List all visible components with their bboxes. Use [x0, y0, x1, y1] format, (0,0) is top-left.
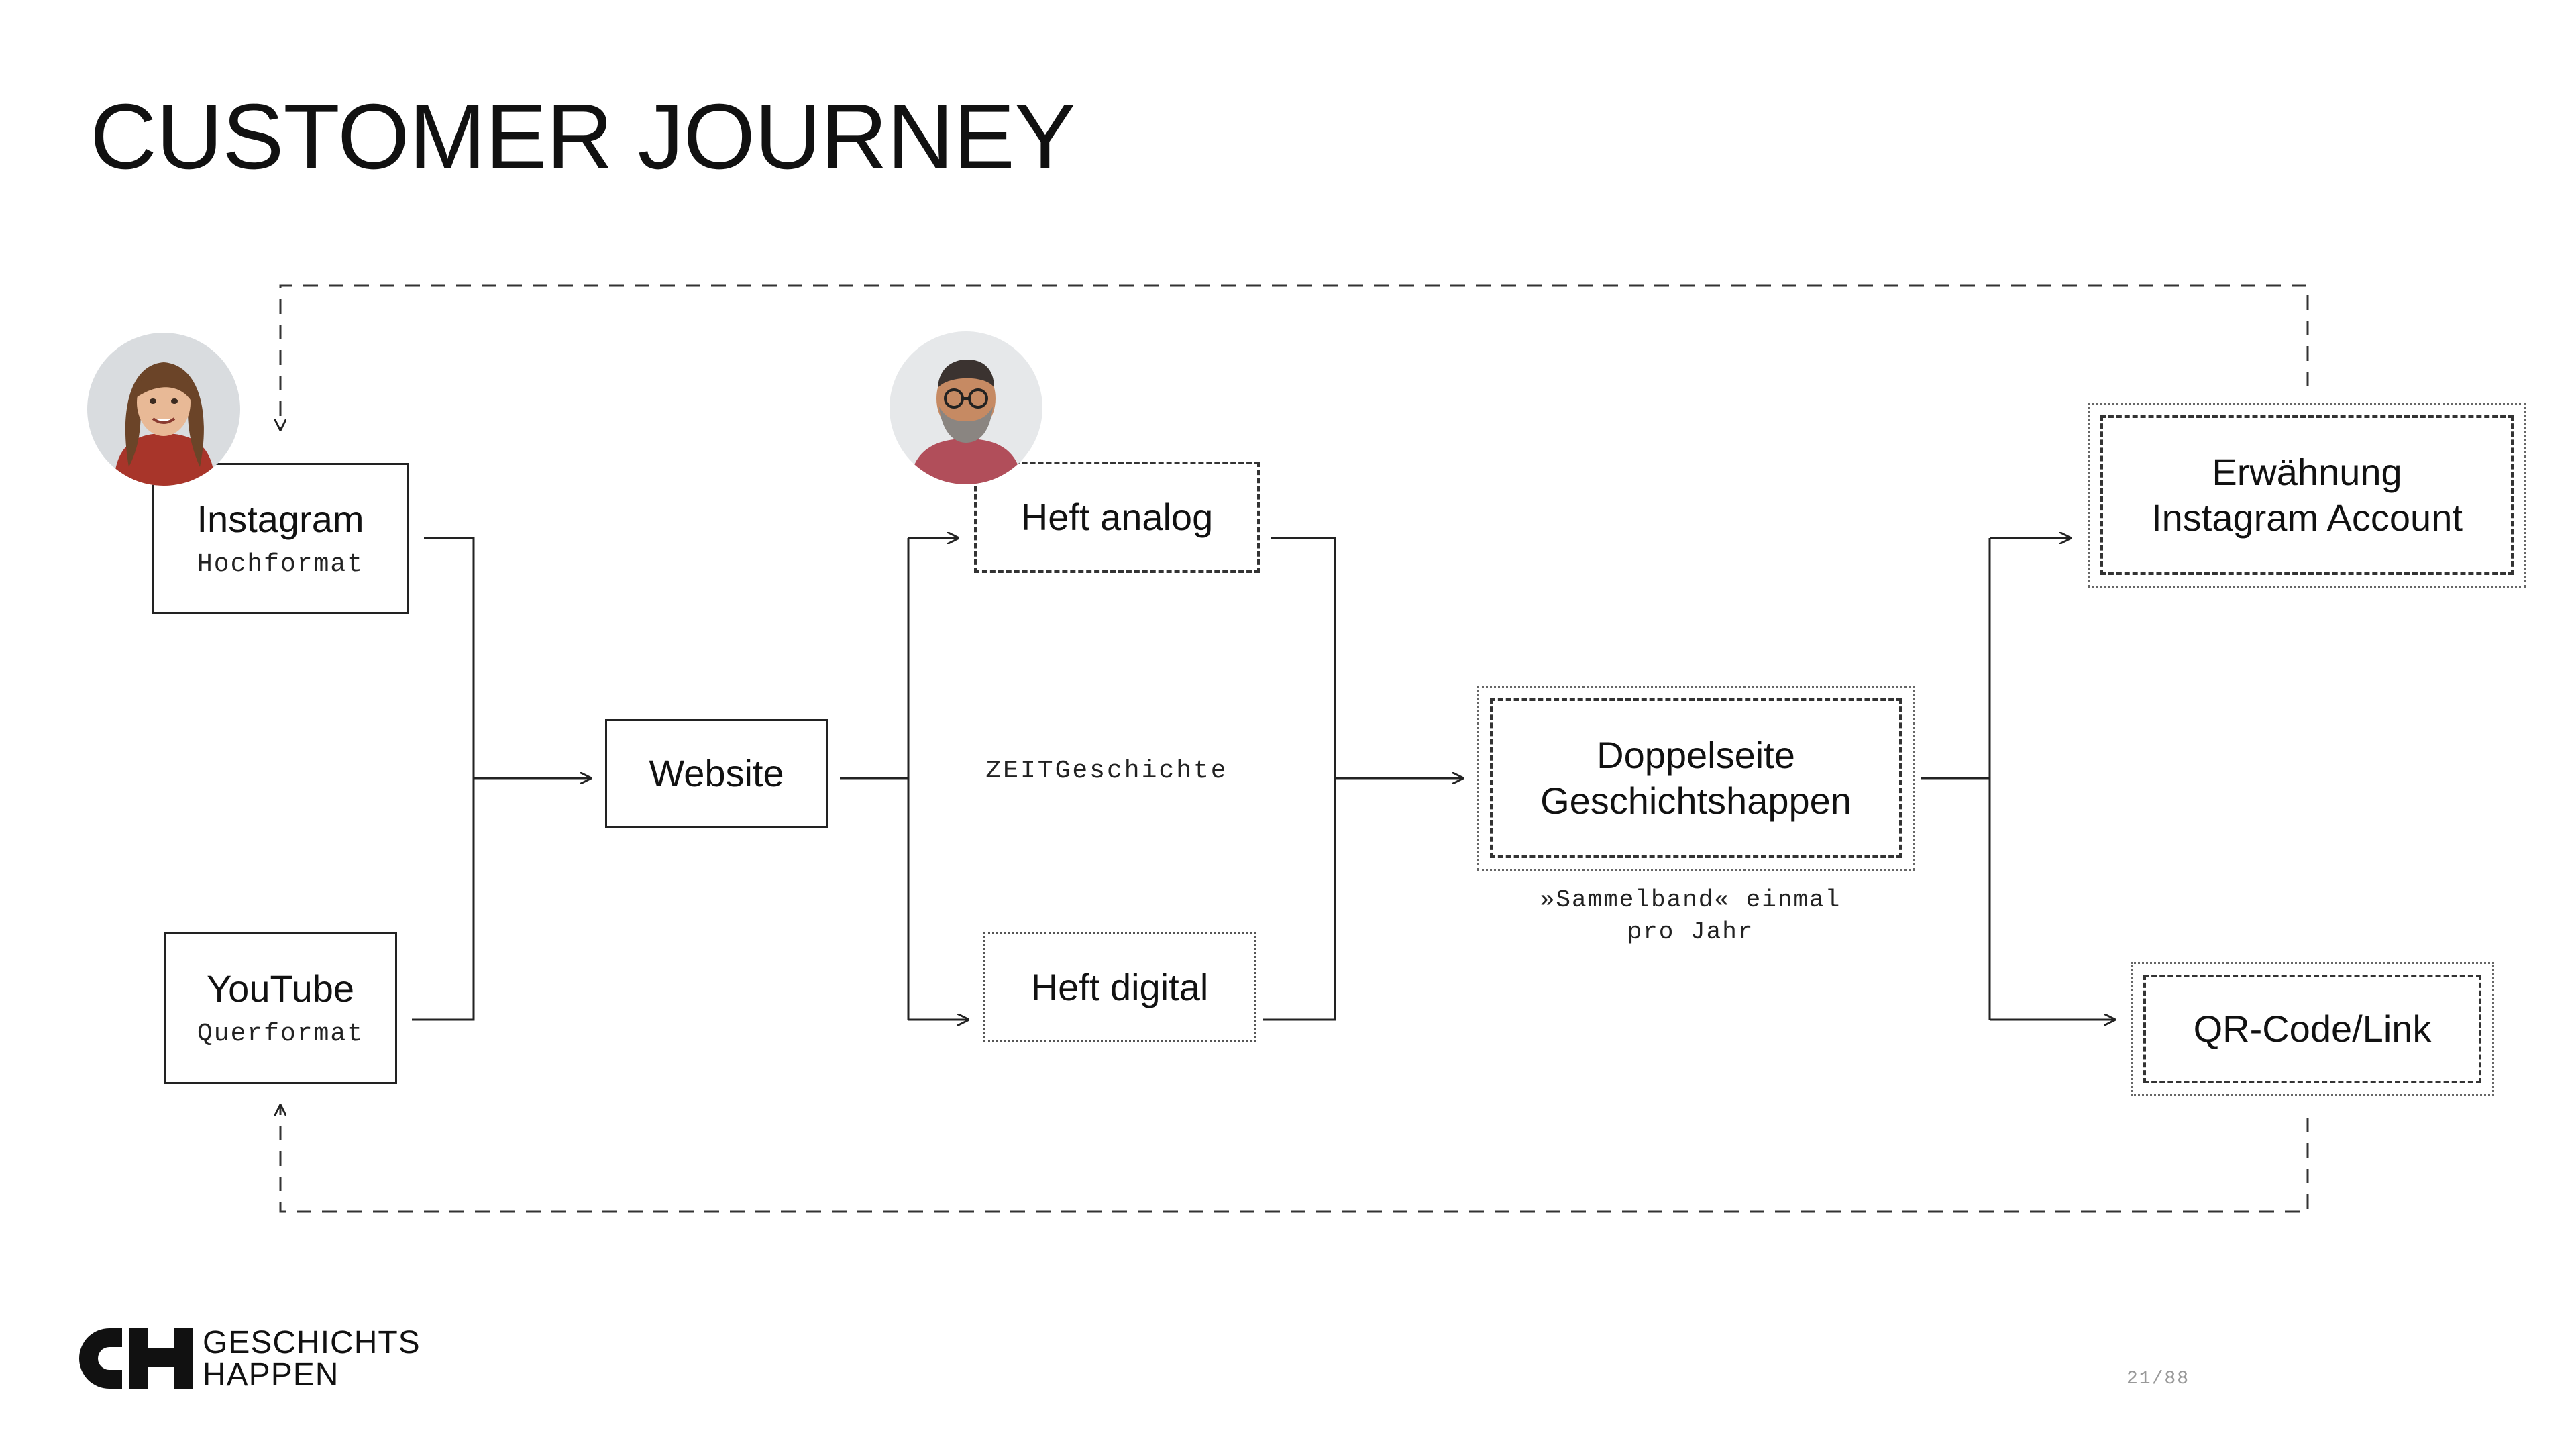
- heft-digital-label: Heft digital: [1030, 966, 1209, 1008]
- doppelseite-node: Doppelseite Geschichtshappen: [1477, 686, 1915, 871]
- connector-social: [412, 537, 475, 1021]
- instagram-format: Hochformat: [197, 550, 364, 579]
- instagram-label: Instagram: [197, 498, 364, 540]
- website-label: Website: [649, 752, 784, 794]
- avatar-woman: [87, 333, 240, 486]
- sammelband-note: »Sammelband« einmal pro Jahr: [1476, 884, 1905, 949]
- sammelband-line1: »Sammelband« einmal: [1540, 886, 1841, 914]
- heft-analog-node: Heft analog: [974, 462, 1260, 573]
- youtube-format: Querformat: [197, 1020, 364, 1049]
- doppelseite-line2: Geschichtshappen: [1540, 780, 1851, 822]
- doppelseite-line1: Doppelseite: [1597, 734, 1795, 776]
- heft-digital-node: Heft digital: [983, 932, 1256, 1042]
- avatar-man: [890, 331, 1042, 484]
- portrait-man-image: [890, 331, 1042, 484]
- erwaehnung-line1: Erwähnung: [2212, 451, 2402, 493]
- erwaehnung-line2: Instagram Account: [2151, 496, 2463, 539]
- logo-icon: [79, 1328, 193, 1389]
- feedback-loop-bottom: [280, 1106, 2309, 1213]
- youtube-node: YouTube Querformat: [164, 932, 397, 1084]
- instagram-node: Instagram Hochformat: [152, 463, 409, 614]
- qr-label: QR-Code/Link: [2193, 1008, 2432, 1050]
- erwaehnung-node: Erwähnung Instagram Account: [2088, 402, 2526, 588]
- sammelband-line2: pro Jahr: [1627, 918, 1754, 946]
- website-node: Website: [605, 719, 828, 828]
- qr-node: QR-Code/Link: [2131, 962, 2494, 1096]
- heft-analog-label: Heft analog: [1020, 496, 1214, 538]
- youtube-label: YouTube: [206, 967, 355, 1010]
- brand-name: GESCHICHTS HAPPEN: [203, 1327, 421, 1391]
- brand-line2: HAPPEN: [203, 1357, 339, 1393]
- portrait-woman-image: [87, 333, 240, 486]
- page-number: 21/88: [2127, 1368, 2190, 1389]
- zeit-geschichte-label: ZEITGeschichte: [985, 757, 1228, 786]
- page-title: CUSTOMER JOURNEY: [90, 85, 1076, 189]
- connector-heft-out: [1263, 537, 1336, 1021]
- feedback-loop-top: [280, 284, 2309, 429]
- brand-line1: GESCHICHTS: [203, 1325, 421, 1360]
